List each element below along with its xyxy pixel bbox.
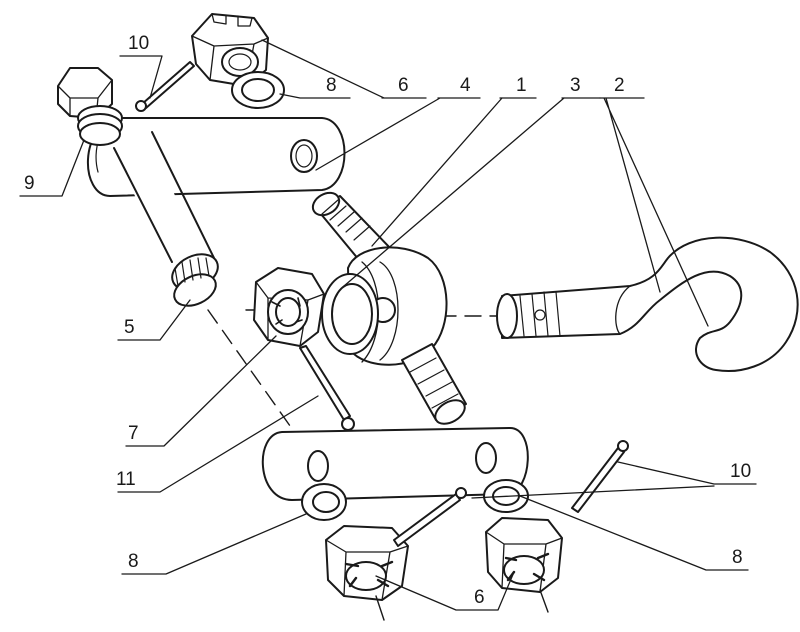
callout-10-bottom: 10 xyxy=(730,461,752,482)
bolt xyxy=(112,130,219,307)
bolt-head-nut xyxy=(57,67,123,146)
callout-8-bottom-left: 8 xyxy=(128,551,139,572)
leader-lines xyxy=(19,39,757,611)
callout-8-top: 8 xyxy=(326,75,337,96)
bottom-left-washer xyxy=(301,483,347,521)
callout-4: 4 xyxy=(460,75,471,96)
callout-3: 3 xyxy=(570,75,581,96)
callout-11: 11 xyxy=(116,469,136,490)
middle-castle-nut xyxy=(253,267,325,347)
bottom-right-washer xyxy=(483,479,529,513)
seal-ring xyxy=(321,273,379,355)
callout-1: 1 xyxy=(516,75,527,96)
callout-7: 7 xyxy=(128,423,139,444)
bottom-right-cotter-pin xyxy=(571,440,629,513)
callout-10-top: 10 xyxy=(128,33,150,54)
bottom-middle-cotter-pin xyxy=(393,487,467,547)
lower-threaded-stud xyxy=(401,343,467,425)
middle-cotter-pin xyxy=(299,345,355,431)
bottom-link-plate xyxy=(261,427,529,501)
callout-5: 5 xyxy=(124,317,135,338)
hook xyxy=(496,236,799,372)
callout-6-bottom: 6 xyxy=(474,587,485,608)
callout-9: 9 xyxy=(24,173,35,194)
bottom-right-castle-nut xyxy=(485,517,563,613)
callout-2: 2 xyxy=(614,75,625,96)
callout-6-top: 6 xyxy=(398,75,409,96)
callout-8-bottom-right: 8 xyxy=(732,547,743,568)
top-washer xyxy=(231,71,285,109)
top-cotter-pin xyxy=(135,61,195,112)
top-castle-nut xyxy=(191,13,269,87)
